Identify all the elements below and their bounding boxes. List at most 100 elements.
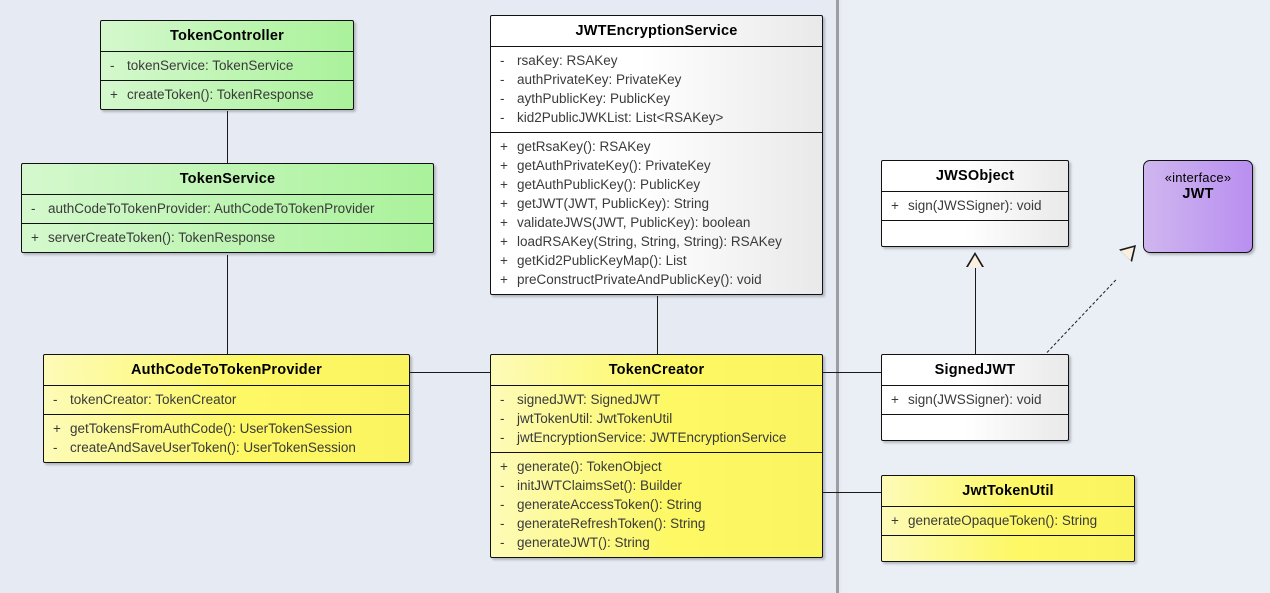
connector-tokencreator-signedjwt <box>823 372 881 373</box>
method-signature: validateJWS(JWT, PublicKey): boolean <box>517 215 751 230</box>
class-box-jwtencryptionservice[interactable]: JWTEncryptionService - rsaKey: RSAKey - … <box>490 15 823 295</box>
method-row: + sign(JWSSigner): void <box>882 390 1068 409</box>
method-signature: preConstructPrivateAndPublicKey(): void <box>517 272 762 287</box>
methods-compartment-tokencreator: + generate(): TokenObject - initJWTClaim… <box>491 452 822 557</box>
panel-divider <box>836 0 839 593</box>
methods-compartment-jwtencryptionservice: + getRsaKey(): RSAKey + getAuthPrivateKe… <box>491 132 822 294</box>
attribute-signature: signedJWT: SignedJWT <box>517 392 661 407</box>
attributes-compartment-jwtencryptionservice: - rsaKey: RSAKey - authPrivateKey: Priva… <box>491 46 822 132</box>
connector-jwtencryptionservice-tokencreator <box>657 296 658 357</box>
methods-compartment-signedjwt: + sign(JWSSigner): void <box>882 385 1068 414</box>
method-signature: serverCreateToken(): TokenResponse <box>48 230 276 245</box>
method-signature: sign(JWSSigner): void <box>908 392 1042 407</box>
attribute-row: - tokenCreator: TokenCreator <box>44 390 409 409</box>
visibility-marker: - <box>500 430 505 445</box>
visibility-marker: - <box>500 497 505 512</box>
visibility-marker: + <box>500 158 508 173</box>
method-row: + getKid2PublicKeyMap(): List <box>491 251 822 270</box>
class-box-tokenservice[interactable]: TokenService - authCodeToTokenProvider: … <box>21 163 434 253</box>
attribute-signature: aythPublicKey: PublicKey <box>517 91 671 106</box>
method-signature: createToken(): TokenResponse <box>127 87 314 102</box>
connector-signedjwt-jwsobject <box>975 268 976 358</box>
class-name-signedjwt: SignedJWT <box>934 362 1016 378</box>
method-row: + getTokensFromAuthCode(): UserTokenSess… <box>44 419 409 438</box>
visibility-marker: - <box>500 478 505 493</box>
attribute-signature: tokenCreator: TokenCreator <box>70 392 237 407</box>
methods-compartment-tokenservice: + serverCreateToken(): TokenResponse <box>22 223 433 252</box>
class-box-tokencreator[interactable]: TokenCreator - signedJWT: SignedJWT - jw… <box>490 354 823 558</box>
method-signature: createAndSaveUserToken(): UserTokenSessi… <box>70 440 356 455</box>
method-signature: getAuthPublicKey(): PublicKey <box>517 177 701 192</box>
class-box-jwttokenutil[interactable]: JwtTokenUtil + generateOpaqueToken(): St… <box>881 475 1135 562</box>
attribute-row: - rsaKey: RSAKey <box>491 51 822 70</box>
connector-tokenservice-authcodetotokenprovider <box>227 255 228 357</box>
class-name-tokencreator: TokenCreator <box>608 362 705 378</box>
method-signature: loadRSAKey(String, String, String): RSAK… <box>517 234 782 249</box>
visibility-marker: + <box>110 87 118 102</box>
method-row: + serverCreateToken(): TokenResponse <box>22 228 433 247</box>
connector-tokencreator-jwttokenutil <box>823 492 881 493</box>
connector-tokencontroller-tokenservice <box>227 111 228 163</box>
visibility-marker: - <box>500 392 505 407</box>
visibility-marker: + <box>500 234 508 249</box>
method-row: - generateJWT(): String <box>491 533 822 552</box>
attribute-row: - tokenService: TokenService <box>101 56 353 75</box>
method-row: + getAuthPublicKey(): PublicKey <box>491 175 822 194</box>
attribute-signature: tokenService: TokenService <box>127 58 294 73</box>
visibility-marker: - <box>500 53 505 68</box>
visibility-marker: + <box>500 253 508 268</box>
attributes-compartment-tokenservice: - authCodeToTokenProvider: AuthCodeToTok… <box>22 194 433 223</box>
visibility-marker: - <box>500 91 505 106</box>
visibility-marker: - <box>53 440 58 455</box>
visibility-marker: + <box>53 421 61 436</box>
method-signature: generateRefreshToken(): String <box>517 516 706 531</box>
class-box-authcodetotokenprovider[interactable]: AuthCodeToTokenProvider - tokenCreator: … <box>43 354 410 463</box>
visibility-marker: + <box>891 392 899 407</box>
class-name-jwsobject: JWSObject <box>935 168 1015 184</box>
methods-compartment-jwttokenutil: + generateOpaqueToken(): String <box>882 506 1134 535</box>
attributes-compartment-tokencreator: - signedJWT: SignedJWT - jwtTokenUtil: J… <box>491 385 822 452</box>
class-box-tokencontroller[interactable]: TokenController - tokenService: TokenSer… <box>100 20 354 110</box>
method-signature: generate(): TokenObject <box>517 459 662 474</box>
class-box-signedjwt[interactable]: SignedJWT + sign(JWSSigner): void <box>881 354 1069 441</box>
class-box-jwsobject[interactable]: JWSObject + sign(JWSSigner): void <box>881 160 1069 247</box>
method-row: + loadRSAKey(String, String, String): RS… <box>491 232 822 251</box>
attribute-row: - authCodeToTokenProvider: AuthCodeToTok… <box>22 199 433 218</box>
attribute-signature: jwtEncryptionService: JWTEncryptionServi… <box>517 430 787 445</box>
stereotype-label: «interface» <box>1164 170 1232 185</box>
methods-compartment-authcodetotokenprovider: + getTokensFromAuthCode(): UserTokenSess… <box>44 414 409 462</box>
class-name-jwttokenutil: JwtTokenUtil <box>962 483 1054 499</box>
visibility-marker: + <box>500 196 508 211</box>
class-name-authcodetotokenprovider: AuthCodeToTokenProvider <box>131 362 322 378</box>
visibility-marker: - <box>500 535 505 550</box>
class-name-tokenservice: TokenService <box>179 171 276 187</box>
visibility-marker: - <box>500 411 505 426</box>
method-signature: initJWTClaimsSet(): Builder <box>517 478 683 493</box>
visibility-marker: + <box>31 230 39 245</box>
method-row: + getJWT(JWT, PublicKey): String <box>491 194 822 213</box>
visibility-marker: + <box>500 177 508 192</box>
method-row: + createToken(): TokenResponse <box>101 85 353 104</box>
attribute-signature: authCodeToTokenProvider: AuthCodeToToken… <box>48 201 375 216</box>
visibility-marker: - <box>500 516 505 531</box>
visibility-marker: + <box>891 198 899 213</box>
interface-name-label: JWT <box>1182 186 1214 203</box>
method-row: + preConstructPrivateAndPublicKey(): voi… <box>491 270 822 289</box>
method-signature: getJWT(JWT, PublicKey): String <box>517 196 710 211</box>
attributes-compartment-tokencontroller: - tokenService: TokenService <box>101 51 353 80</box>
method-row: + generateOpaqueToken(): String <box>882 511 1134 530</box>
class-box-jwt-interface[interactable]: «interface» JWT <box>1143 160 1253 253</box>
visibility-marker: + <box>500 272 508 287</box>
attribute-signature: jwtTokenUtil: JwtTokenUtil <box>517 411 673 426</box>
visibility-marker: - <box>53 392 58 407</box>
attribute-row: - authPrivateKey: PrivateKey <box>491 70 822 89</box>
visibility-marker: + <box>500 139 508 154</box>
visibility-marker: + <box>891 513 899 528</box>
attribute-signature: authPrivateKey: PrivateKey <box>517 72 682 87</box>
visibility-marker: - <box>500 110 505 125</box>
visibility-marker: + <box>500 215 508 230</box>
attribute-signature: kid2PublicJWKList: List<RSAKey> <box>517 110 724 125</box>
method-signature: getAuthPrivateKey(): PrivateKey <box>517 158 711 173</box>
method-row: - initJWTClaimsSet(): Builder <box>491 476 822 495</box>
method-row: + validateJWS(JWT, PublicKey): boolean <box>491 213 822 232</box>
